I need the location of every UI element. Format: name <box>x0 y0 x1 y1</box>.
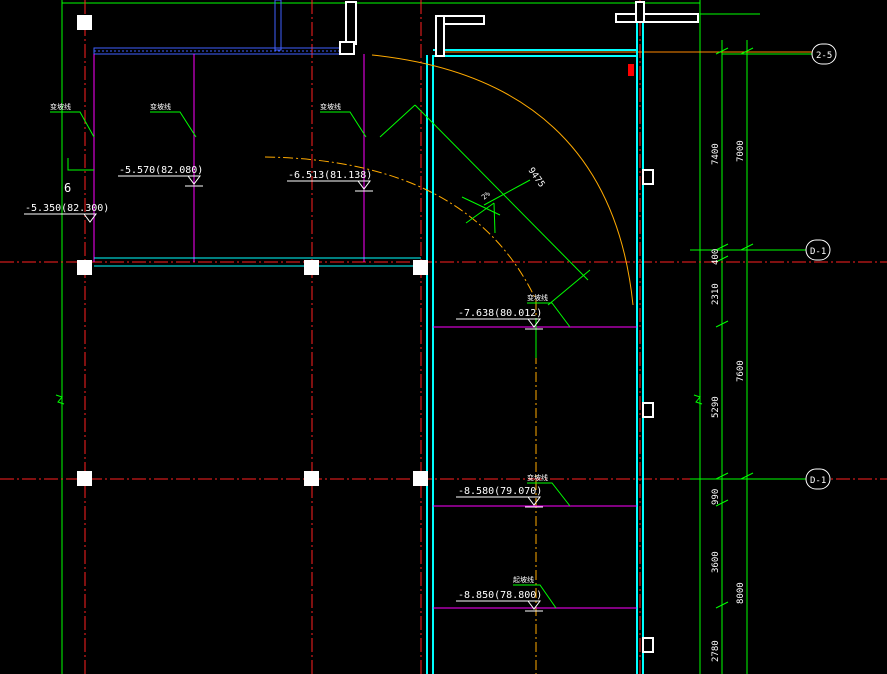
dim-inner-4: 5290 <box>711 396 721 418</box>
dim-outer-2: 7600 <box>736 360 746 382</box>
level-label-3: -5.350(82.300) <box>25 203 109 214</box>
dim-inner-2: 400 <box>711 249 721 265</box>
axis-label-mid: D-1 <box>810 247 826 257</box>
column <box>77 260 92 275</box>
level-label-2: -6.513(81.138) <box>288 170 372 181</box>
column <box>413 471 428 486</box>
column <box>304 260 319 275</box>
ramp-arcs <box>264 54 634 674</box>
note-4: 变坡线 <box>527 293 548 302</box>
radius-dimension <box>379 104 591 306</box>
red-marker <box>628 64 634 76</box>
frame-lines <box>61 0 760 674</box>
axis-label-bottom: D-1 <box>810 476 826 486</box>
note-2: 变坡线 <box>150 102 171 111</box>
dim-inner-7: 2780 <box>711 640 721 662</box>
dim-inner-6: 3600 <box>711 551 721 573</box>
note-leaders <box>50 111 571 609</box>
dim-inner-3: 2310 <box>711 283 721 305</box>
column <box>304 471 319 486</box>
column <box>77 471 92 486</box>
axis-label-top: 2-5 <box>816 51 832 61</box>
note-3: 变坡线 <box>320 102 341 111</box>
level-label-5: -8.580(79.070) <box>458 486 542 497</box>
level-label-6: -8.850(78.800) <box>458 590 542 601</box>
column <box>77 15 92 30</box>
level-label-1: -5.570(82.080) <box>119 165 203 176</box>
level-markers <box>24 175 543 612</box>
dim-outer-1: 7000 <box>736 140 746 162</box>
note-6: 起坡线 <box>513 575 534 584</box>
dim-inner-1: 7400 <box>711 143 721 165</box>
ramp-walls <box>426 15 644 674</box>
small-label: 6 <box>64 181 71 195</box>
room-purple-lines <box>93 54 421 267</box>
radius-label: 9475 <box>526 166 547 190</box>
dim-inner-5: 990 <box>711 489 721 505</box>
slope-lines <box>433 326 637 609</box>
column <box>413 260 428 275</box>
axis-bubbles <box>805 43 837 490</box>
break-symbols <box>55 394 703 405</box>
dim-outer-3: 8000 <box>736 582 746 604</box>
level-label-4: -7.638(80.012) <box>458 308 542 319</box>
small-arc-label: 2% <box>480 189 492 201</box>
note-5: 变坡线 <box>527 473 548 482</box>
top-blue-strip <box>93 0 345 55</box>
note-1: 变坡线 <box>50 102 71 111</box>
wall-segments <box>339 1 699 653</box>
dimension-ticks <box>690 47 812 609</box>
columns <box>77 15 428 486</box>
